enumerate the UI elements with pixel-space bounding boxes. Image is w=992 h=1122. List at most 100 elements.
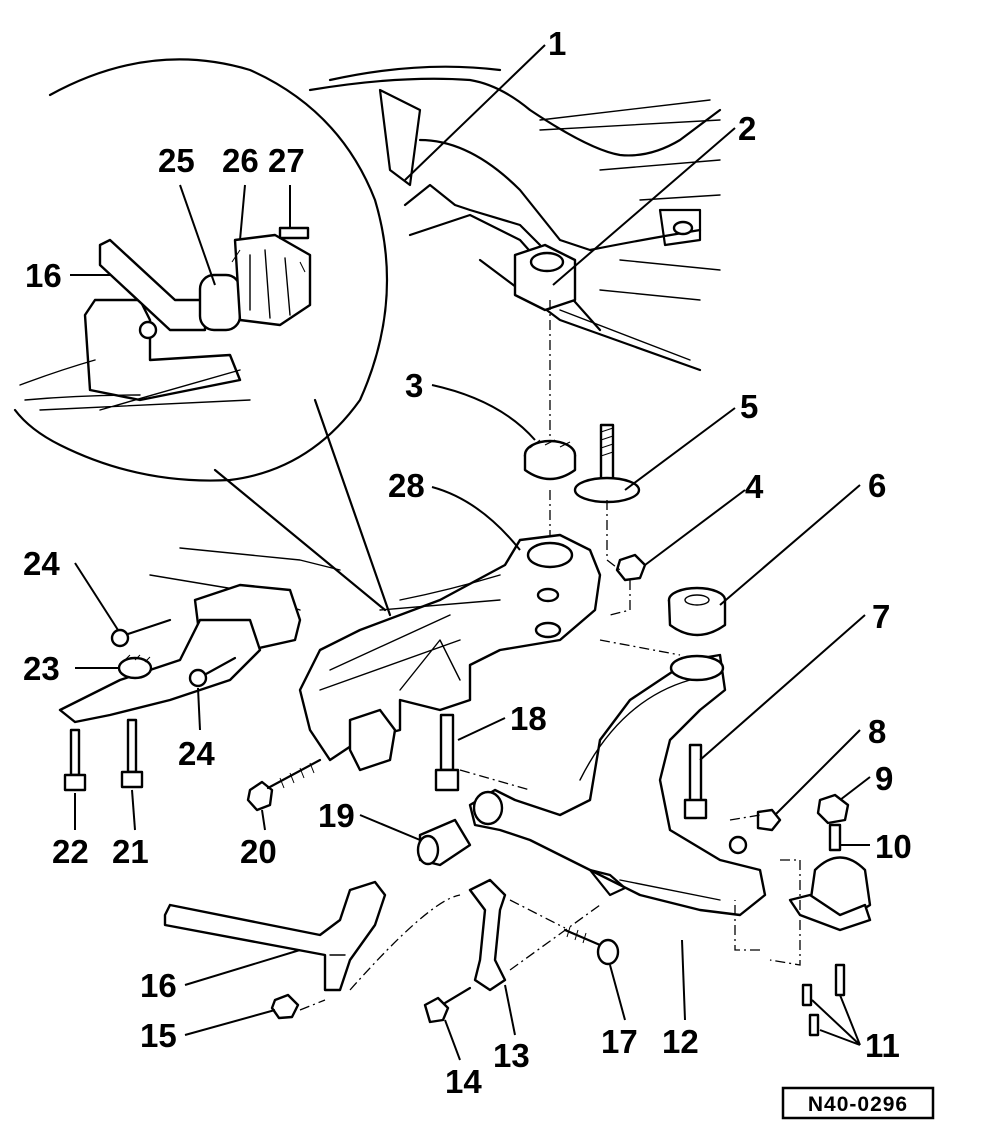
bolt-5-washer — [573, 476, 641, 504]
leader-24-upper — [74, 562, 119, 631]
leader-17 — [609, 964, 626, 1021]
callout-5: 5 — [740, 388, 758, 425]
subframe-top-lines — [379, 574, 501, 611]
detail-pointer-line-a — [313, 398, 392, 617]
callout-16-inset: 16 — [25, 257, 62, 294]
part-16-stabilizer-bar — [163, 880, 387, 992]
control-arm-body — [468, 653, 767, 917]
callout-16-lower: 16 — [140, 967, 177, 1004]
callout-25: 25 — [158, 142, 195, 179]
bolts-21-22 — [63, 718, 144, 792]
bolt-7 — [683, 743, 708, 820]
left-crossmember — [58, 547, 341, 724]
subframe-lower-hole — [534, 621, 562, 639]
callout-23: 23 — [23, 650, 60, 687]
leader-20 — [261, 809, 266, 831]
coupling-rod-body — [468, 878, 507, 992]
leader-28 — [431, 486, 521, 551]
control-arm-link-mount — [588, 868, 627, 897]
detail-inset — [13, 58, 392, 617]
leader-6 — [719, 484, 861, 606]
bolt-20-shank — [266, 758, 322, 790]
leader-14 — [444, 1019, 461, 1061]
bolt-24-lower-head — [188, 668, 208, 688]
subframe-rear-hole — [526, 541, 574, 569]
bushing-3-body — [523, 455, 577, 481]
callout-3: 3 — [405, 367, 423, 404]
bolt-24-upper-head — [110, 628, 130, 648]
leader-7 — [699, 614, 866, 761]
part-6-bushing — [667, 586, 727, 637]
callout-22: 22 — [52, 833, 89, 870]
callout-11: 11 — [865, 1027, 900, 1064]
bolt-11-c — [808, 1013, 820, 1037]
bolt-11-a — [834, 963, 846, 997]
part-9-nut — [816, 793, 850, 825]
body-rail — [403, 183, 542, 247]
center-line-13-17 — [509, 899, 566, 929]
leader-12 — [681, 939, 686, 1021]
callout-24-lower: 24 — [178, 735, 215, 772]
bolt-21-shank — [126, 718, 138, 774]
bolt-7-shank — [688, 743, 703, 805]
bushing-23-hatching — [124, 654, 151, 663]
bolt-22-head — [63, 773, 87, 792]
ball-joint-stud — [828, 823, 842, 852]
callout-4: 4 — [745, 468, 764, 505]
callout-21: 21 — [112, 833, 149, 870]
callout-14: 14 — [445, 1063, 482, 1100]
center-line-8 — [729, 814, 761, 821]
part-13-coupling-rod — [468, 878, 507, 992]
body-bracket-hole — [672, 220, 694, 236]
callout-7: 7 — [872, 598, 890, 635]
vehicle-body — [308, 65, 722, 372]
center-line-16-13 — [349, 894, 461, 991]
callout-9: 9 — [875, 760, 893, 797]
body-mount-hole — [529, 251, 565, 273]
leader-1 — [404, 44, 546, 181]
part-10-ball-joint — [788, 823, 872, 932]
bushing-6-body — [667, 599, 727, 637]
callout-24-upper: 24 — [23, 545, 60, 582]
part-28-subframe — [298, 533, 602, 772]
bolt-20 — [246, 758, 322, 812]
body-line-2 — [328, 65, 502, 82]
detail-circle-outline — [13, 58, 389, 482]
control-arm-rear-eye — [669, 654, 725, 682]
leader-3 — [431, 384, 536, 441]
leader-16-lower — [184, 949, 301, 986]
bolt-18-head — [434, 768, 460, 792]
callout-1: 1 — [548, 25, 566, 62]
bolt-21-head — [120, 770, 144, 789]
part-8-nut — [756, 808, 782, 832]
leader-11 — [811, 994, 861, 1046]
subframe-ribs — [319, 614, 461, 691]
bolt-18-shank — [439, 713, 455, 772]
part-19-bushing — [416, 818, 472, 867]
leader-13 — [504, 984, 516, 1036]
control-arm-ribs — [579, 679, 721, 901]
subframe-mount-hole — [536, 587, 560, 603]
inset-bolt-head — [138, 320, 158, 340]
bolt-14-shank — [443, 986, 472, 1005]
leader-15 — [184, 1009, 276, 1036]
control-arm-bolt-hole — [728, 835, 748, 855]
callout-13: 13 — [493, 1037, 530, 1074]
callout-26: 26 — [222, 142, 259, 179]
callout-numbers: 1 2 3 4 5 6 7 8 9 10 11 12 13 14 15 16 1… — [23, 25, 912, 1100]
bushing-6-hole — [684, 594, 710, 606]
leader-4 — [644, 489, 746, 566]
body-panel-lines — [559, 159, 721, 361]
callout-17: 17 — [601, 1023, 638, 1060]
bushing-3-hatching — [529, 439, 571, 449]
leader-18 — [457, 717, 506, 741]
part-15-nut — [270, 993, 300, 1020]
center-line-5-4 — [606, 500, 631, 616]
leader-24-lower — [197, 687, 201, 731]
reference-code-text: N40-0296 — [808, 1093, 908, 1116]
assembly-center-lines — [299, 300, 801, 1011]
leader-2 — [552, 127, 736, 286]
control-arm-front-eye — [472, 790, 504, 826]
bolt-20-head — [246, 780, 274, 812]
